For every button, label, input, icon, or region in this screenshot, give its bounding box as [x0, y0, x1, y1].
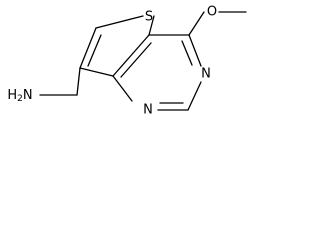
bond-c7-n6-inner [181, 40, 193, 66]
nitrogen-lower-atom-label: N [143, 103, 153, 118]
structure-drawing: S O N N H2N [7, 5, 247, 118]
bond-c3-ch2 [76, 67, 81, 96]
bond-c3a-c7a-inner [120, 42, 152, 78]
sulfur-atom-label: S [145, 10, 153, 25]
bond-c2-c3-inner [87, 34, 102, 67]
bond-n4-c3a [112, 75, 133, 102]
nitrogen-upper-atom-label: N [201, 67, 211, 82]
bond-s-c7a [148, 15, 155, 36]
chemical-structure-diagram: S O N N H2N [0, 0, 252, 120]
bond-c3-c3a [79, 67, 114, 77]
bond-c7-n6 [188, 34, 202, 67]
amine-group-label: H2N [7, 88, 32, 104]
bond-c7-o [188, 11, 205, 36]
bond-c3a-c7a [112, 34, 150, 77]
oxygen-atom-label: O [207, 5, 217, 20]
bond-c2-c3 [79, 27, 97, 69]
bond-n6-c5 [187, 81, 202, 111]
bond-s-c2 [95, 15, 144, 29]
